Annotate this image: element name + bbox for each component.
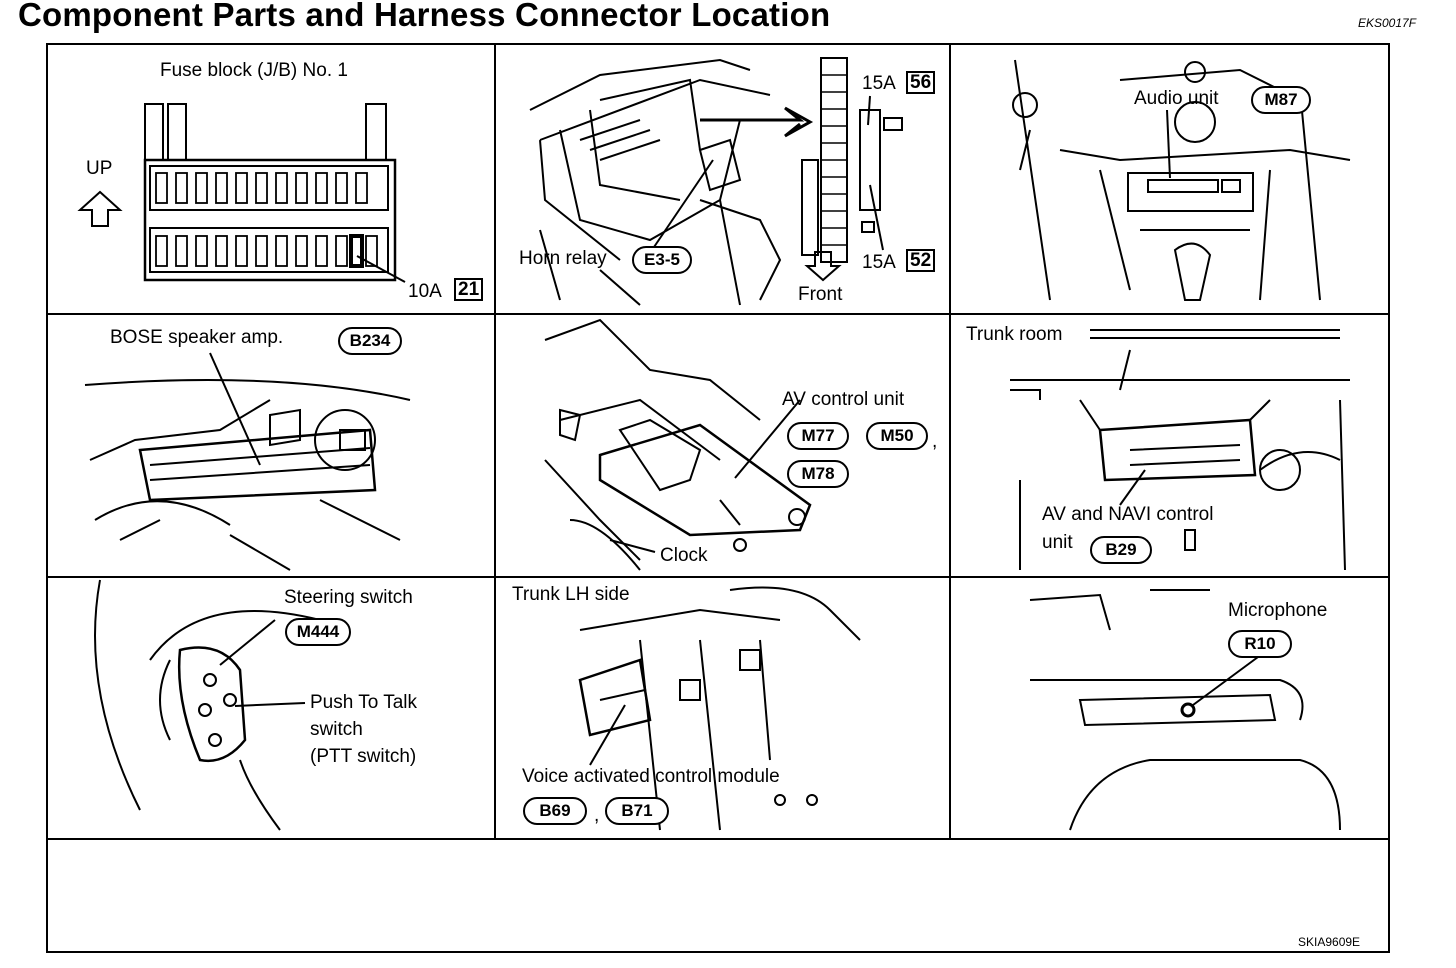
horn-relay-label: Horn relay [519,248,607,269]
doc-code: EKS0017F [1358,16,1417,30]
connector-m87: M87 [1251,86,1311,114]
ptt-label-1: Push To Talk [310,692,418,713]
bose-amp-label: BOSE speaker amp. [110,327,284,348]
engine-compartment-illustration [529,57,903,306]
connector-m50: M50 [866,422,928,450]
fuse-52-number: 52 [906,249,936,272]
microphone-label: Microphone [1228,600,1328,621]
bose-amp-illustration [84,352,411,571]
fuse-52-amp: 15A [862,252,896,273]
av-control-illustration [544,318,812,571]
grid-divider [46,576,1390,578]
fuse-21-number: 21 [454,278,484,301]
up-label: UP [86,158,113,179]
connector-separator: , [594,805,600,826]
connector-b29: B29 [1090,536,1152,564]
fuse-block-illustration [77,103,406,283]
microphone-illustration [1029,589,1341,831]
voice-module-illustration [578,586,861,831]
audio-unit-label: Audio unit [1134,88,1219,109]
connector-e3-5: E3-5 [632,246,692,274]
voice-module-label: Voice activated control module [522,766,780,787]
steering-switch-illustration [94,579,321,831]
page-title: Component Parts and Harness Connector Lo… [18,0,831,33]
connector-r10: R10 [1228,630,1292,658]
connector-b234: B234 [338,327,402,355]
connector-b71: B71 [605,797,669,825]
fuse-block-title: Fuse block (J/B) No. 1 [160,60,348,81]
av-navi-unit-label: unit [1042,532,1073,553]
clock-label: Clock [660,545,708,566]
connector-m77: M77 [787,422,849,450]
av-control-label: AV control unit [782,389,905,410]
grid-divider [949,43,951,839]
connector-m78: M78 [787,460,849,488]
connector-m444: M444 [285,618,351,646]
connector-b69: B69 [523,797,587,825]
fuse-56-amp: 15A [862,73,896,94]
trunk-room-illustration [1010,329,1350,571]
fuse-56-number: 56 [906,71,936,94]
connector-separator: , [932,431,938,452]
trunk-lh-side-label: Trunk LH side [512,584,630,605]
steering-switch-label: Steering switch [284,587,413,608]
trunk-room-label: Trunk room [966,324,1063,345]
ptt-label-3: (PTT switch) [310,746,417,767]
front-label: Front [798,284,843,305]
grid-divider [46,313,1390,315]
grid-divider [494,43,496,839]
footer-code: SKIA9609E [1298,935,1361,949]
fuse-21-amp: 10A [408,281,442,302]
grid-divider [46,838,1390,840]
diagram-frame [46,43,1390,953]
av-navi-label: AV and NAVI control [1042,504,1214,525]
audio-unit-illustration [1012,59,1351,301]
ptt-label-2: switch [310,719,363,740]
